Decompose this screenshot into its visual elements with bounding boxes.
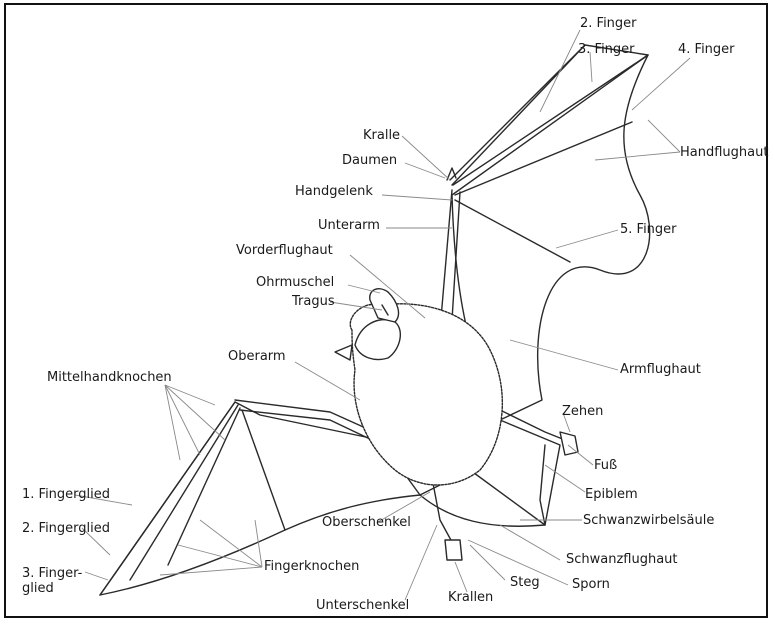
label-finger-3: 3. Finger [578,42,635,57]
label-unterschenkel: Unterschenkel [316,598,409,613]
leader-handgelenk [382,195,452,200]
leader-schwanzflughaut [500,525,560,560]
label-2-fingerglied: 2. Fingerglied [22,521,110,536]
label-fuss: Fuß [594,458,617,473]
label-schwanzwirbelsaeule: Schwanzwirbelsäule [583,513,714,528]
leader-mittelhandknochen-1 [165,385,215,405]
left-foot [445,540,462,560]
label-sporn: Sporn [572,577,610,592]
leader-krallen [455,562,467,592]
leader-fuss [568,445,593,465]
label-3-fingerglied-text: 3. Finger- glied [22,566,82,596]
label-finger-2: 2. Finger [580,16,637,31]
label-unterarm: Unterarm [318,218,380,233]
label-mittelhandknochen: Mittelhandknochen [47,370,172,385]
label-epiblem: Epiblem [585,487,638,502]
leader-kralle [402,136,450,180]
label-finger-4: 4. Finger [678,42,735,57]
label-kralle: Kralle [363,128,400,143]
label-handflughaut: Handflughaut [680,145,768,160]
leader-steg [470,545,505,580]
label-finger-5: 5. Finger [620,222,677,237]
label-krallen: Krallen [448,590,493,605]
label-daumen: Daumen [342,153,397,168]
label-fingerknochen: Fingerknochen [264,559,359,574]
label-armflughaut: Armflughaut [620,362,701,377]
leader-mittelhandknochen-3 [165,385,200,455]
label-tragus: Tragus [292,294,335,309]
label-1-fingerglied: 1. Fingerglied [22,487,110,502]
label-oberschenkel: Oberschenkel [322,515,411,530]
right-foot [560,432,578,455]
bat-snout [335,345,352,360]
label-ohrmuschel: Ohrmuschel [256,275,334,290]
label-handgelenk: Handgelenk [295,184,373,199]
label-3-fingerglied: 3. Finger- glied [22,566,92,596]
leader-finger2 [540,30,580,112]
label-vorderflughaut: Vorderflughaut [236,243,333,258]
label-oberarm: Oberarm [228,349,286,364]
leader-oberarm [295,362,360,400]
label-schwanzflughaut: Schwanzflughaut [566,552,678,567]
leader-unterschenkel [405,525,437,600]
label-zehen: Zehen [562,404,603,419]
label-steg: Steg [510,575,540,590]
leader-handflughaut-b [648,120,680,152]
